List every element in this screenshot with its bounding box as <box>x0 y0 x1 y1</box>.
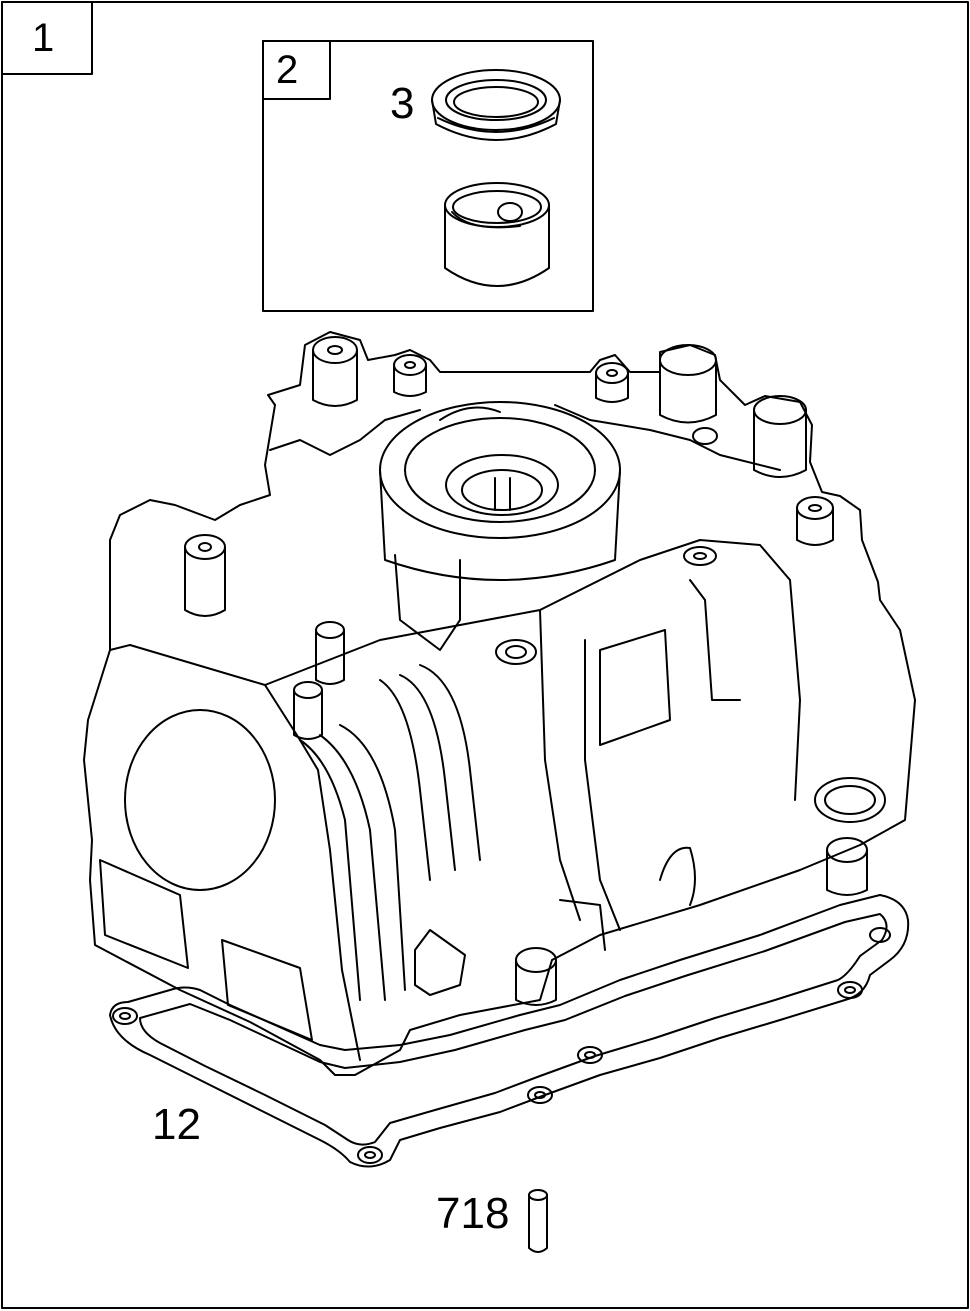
kit-frame <box>262 40 594 312</box>
dowel-pin <box>528 1189 548 1253</box>
gasket <box>109 894 910 1168</box>
callout-gasket: 12 <box>152 1100 201 1149</box>
crankcase-cover <box>83 331 916 1076</box>
oil-seal <box>431 69 561 141</box>
bushing <box>444 182 550 287</box>
assembly-callout-box <box>1 1 93 75</box>
callout-dowel-pin: 718 <box>436 1189 510 1238</box>
callout-kit: 2 <box>276 48 299 92</box>
callout-seal: 3 <box>390 79 415 128</box>
kit-callout-box <box>262 40 331 100</box>
callout-assembly: 1 <box>32 16 55 60</box>
